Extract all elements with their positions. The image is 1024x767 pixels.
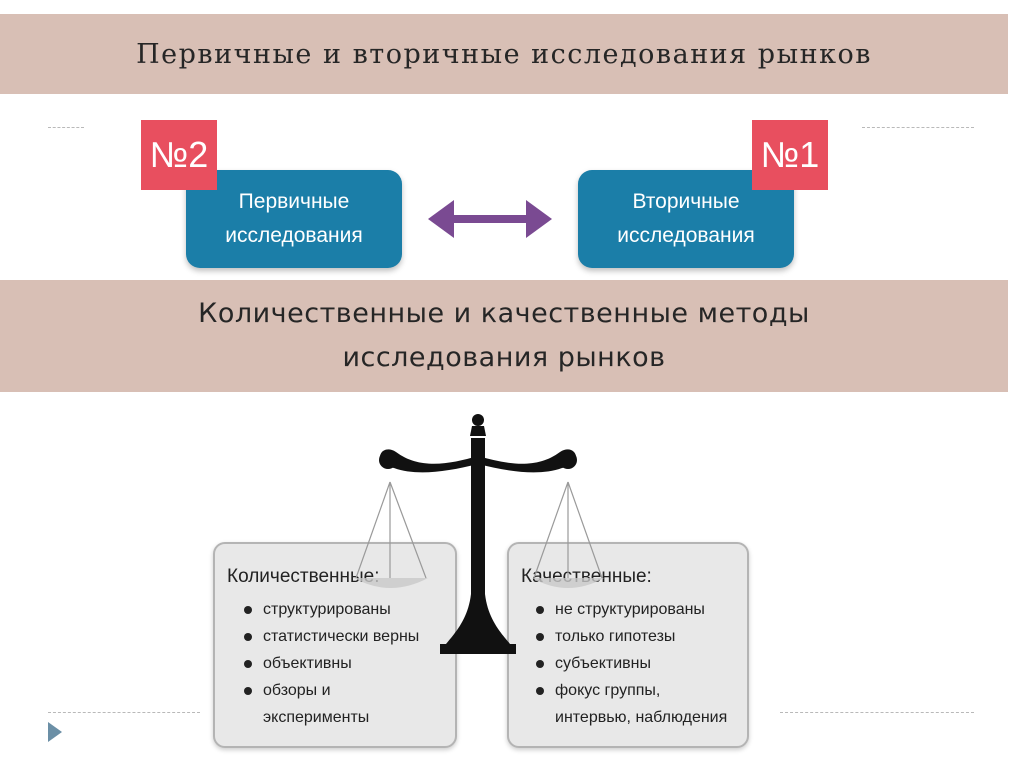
list-item: объективны (241, 650, 419, 677)
double-arrow-icon (428, 200, 552, 238)
list-item: только гипотезы (533, 623, 727, 650)
list-item: не структурированы (533, 596, 727, 623)
list-item: обзоры и (241, 677, 419, 704)
primary-research-card: Первичные исследования (186, 170, 402, 268)
primary-card-line1: Первичные (238, 190, 350, 213)
slide-title: Первичные и вторичные исследования рынко… (136, 38, 872, 70)
divider-bottom-left (48, 712, 200, 713)
quantitative-list: структурированы статистически верны объе… (241, 596, 419, 731)
list-item: структурированы (241, 596, 419, 623)
subtitle-line2: исследования рынков (342, 342, 666, 373)
title-band: Первичные и вторичные исследования рынко… (0, 14, 1008, 94)
badge-no1: №1 (752, 120, 828, 190)
divider-left (48, 127, 84, 128)
divider-right (862, 127, 974, 128)
next-slide-icon[interactable] (48, 722, 62, 742)
subtitle-line1: Количественные и качественные методы (198, 298, 810, 329)
qualitative-methods-box: Качественные: не структурированы только … (507, 542, 749, 748)
badge-no2: №2 (141, 120, 217, 190)
secondary-card-line1: Вторичные (632, 190, 740, 213)
qualitative-list: не структурированы только гипотезы субъе… (533, 596, 727, 731)
primary-card-line2: исследования (225, 224, 363, 247)
list-item: интервью, наблюдения (555, 709, 728, 726)
list-item: эксперименты (263, 709, 370, 726)
scales-icon (354, 414, 604, 654)
subtitle: Количественные и качественные методы исс… (198, 292, 810, 380)
subtitle-band: Количественные и качественные методы исс… (0, 280, 1008, 392)
divider-bottom-right (780, 712, 974, 713)
list-item: фокус группы, (533, 677, 727, 704)
secondary-card-line2: исследования (617, 224, 755, 247)
quantitative-methods-box: Количественные: структурированы статисти… (213, 542, 457, 748)
list-item: субъективны (533, 650, 727, 677)
list-item: статистически верны (241, 623, 419, 650)
quantitative-heading: Количественные: (227, 566, 380, 587)
